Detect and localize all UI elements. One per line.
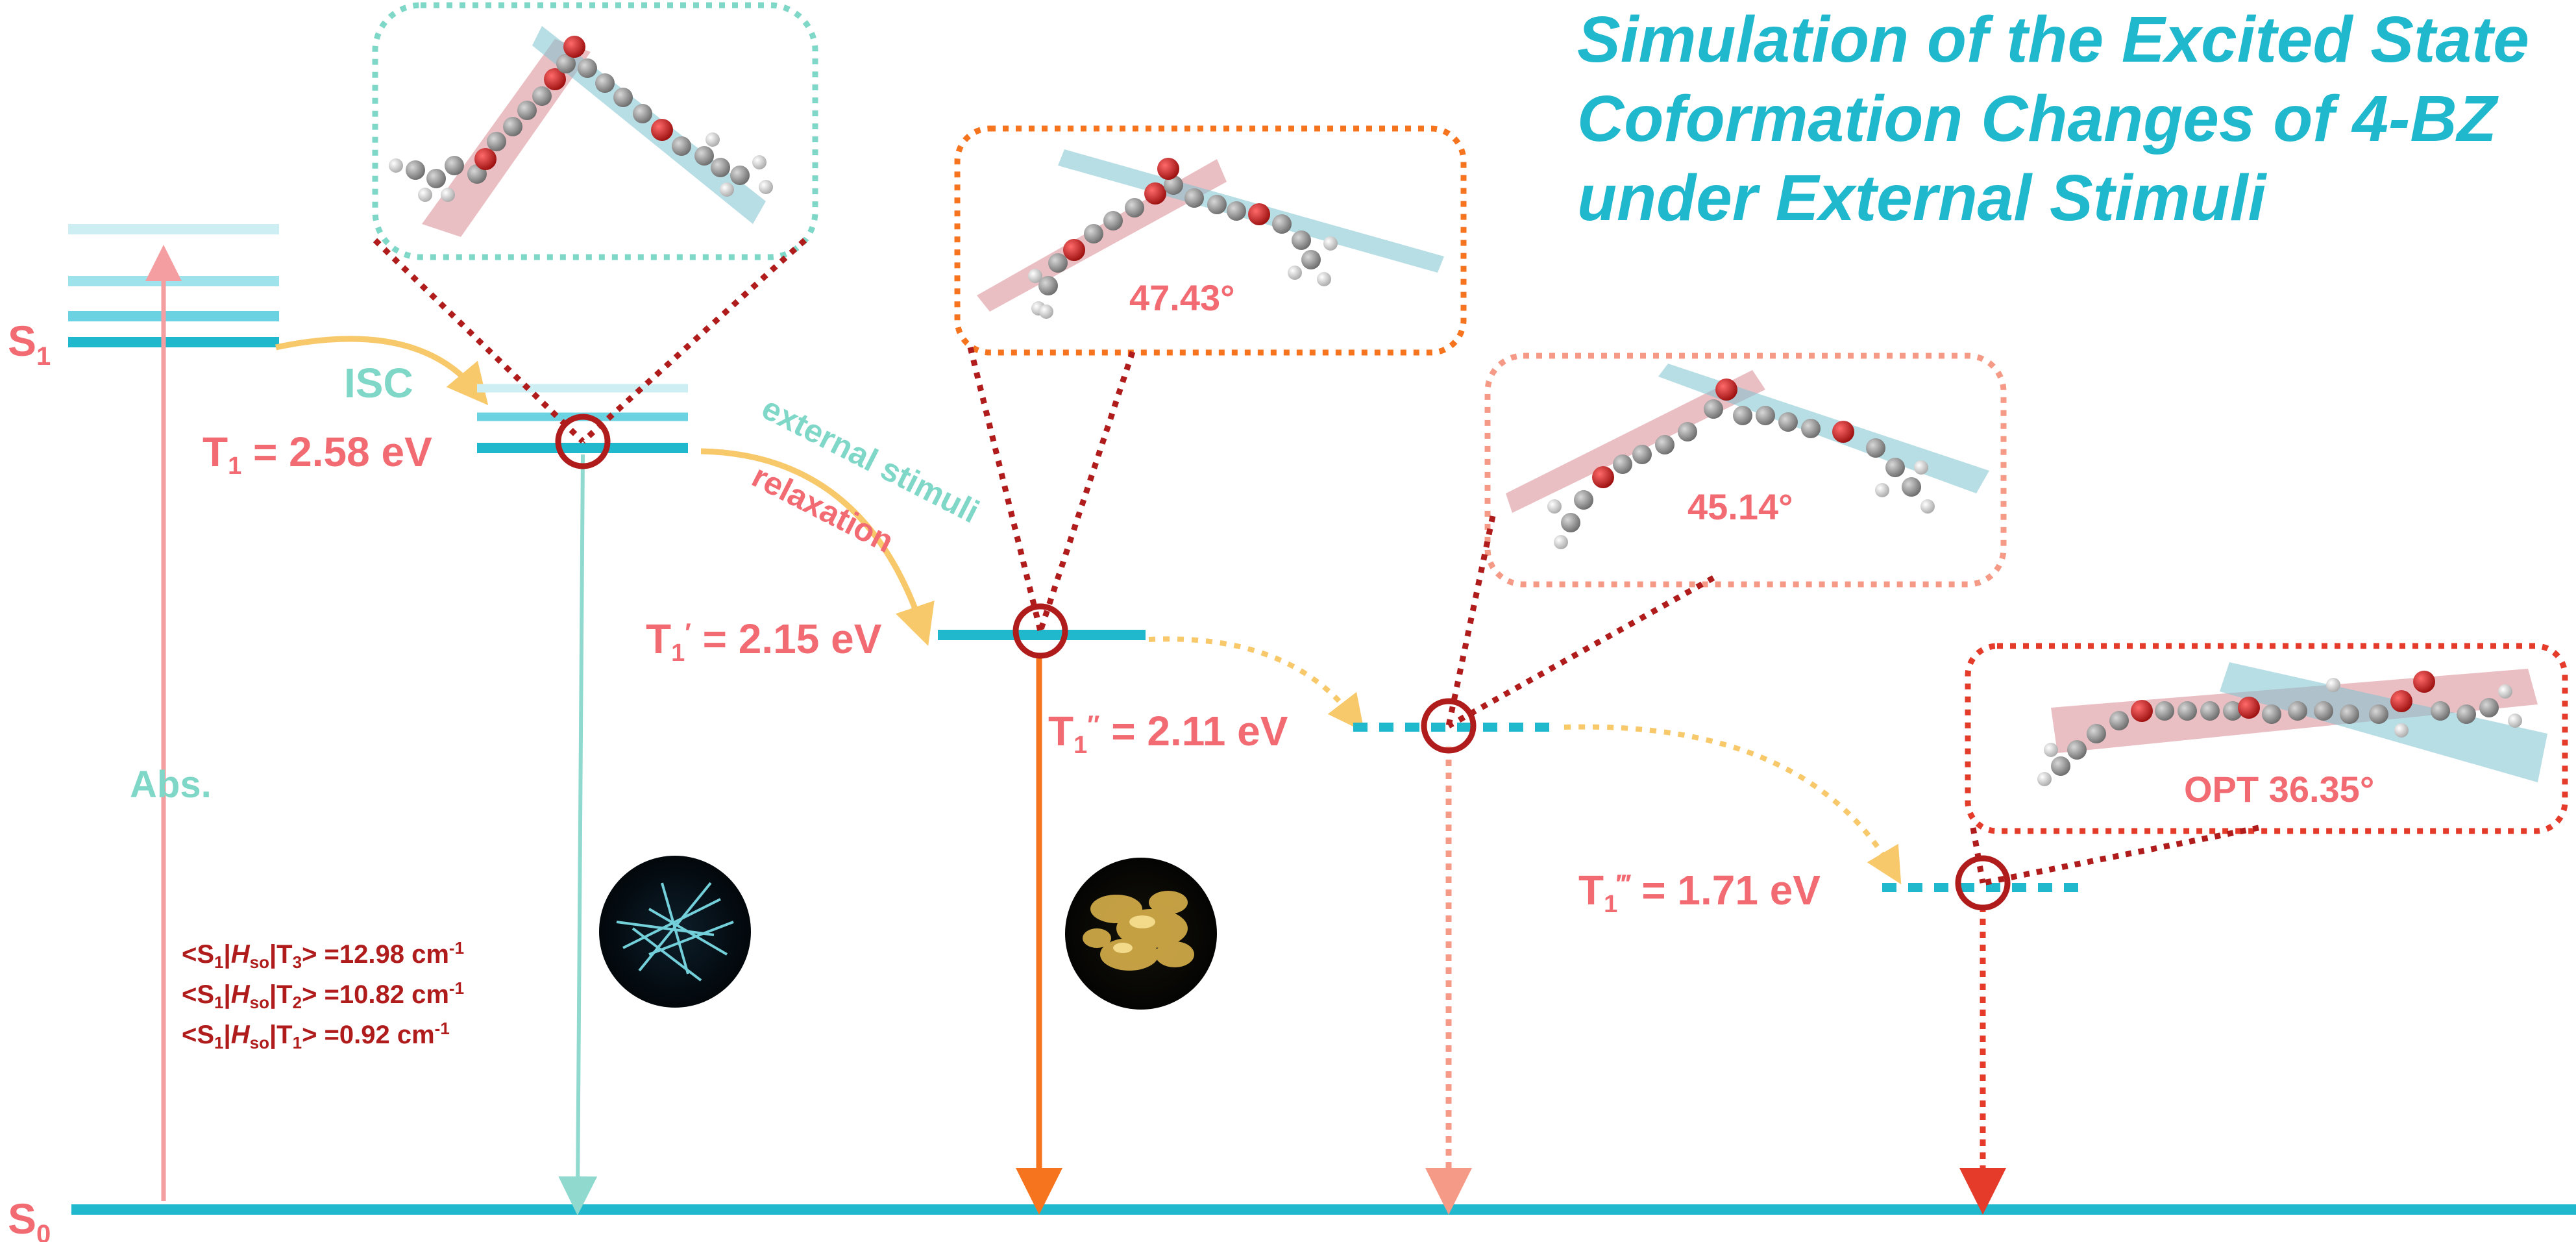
t1-prime-molecule bbox=[1028, 158, 1338, 319]
t1-prime-label: T1′ = 2.15 eV bbox=[646, 615, 882, 667]
angle-3-label: OPT 36.35° bbox=[2184, 769, 2374, 810]
t1-double-prime-molecule bbox=[1547, 379, 1935, 549]
title-line-1: Simulation of the Excited State bbox=[1577, 3, 2529, 76]
title-line-2: Coformation Changes of 4-BZ bbox=[1577, 82, 2497, 155]
t1-triple-prime-label: T1‴ = 1.71 eV bbox=[1578, 867, 1821, 918]
s1-label: S1 bbox=[8, 317, 51, 371]
angle-1-label: 47.43° bbox=[1129, 277, 1235, 318]
t1-double-prime-label: T1″ = 2.11 eV bbox=[1048, 708, 1288, 759]
t1-double-prime-conformation-inset bbox=[1445, 353, 2007, 728]
isc-label: ISC bbox=[344, 360, 413, 406]
t1-double-prime-to-t1-triple-prime-arrow bbox=[1564, 724, 1902, 885]
abs-label: Abs. bbox=[130, 764, 212, 806]
isc-arrow bbox=[275, 336, 489, 406]
relaxation-arrow bbox=[700, 448, 935, 646]
t1-molecule bbox=[389, 36, 773, 202]
crystal-photo-gold bbox=[1065, 858, 1217, 1010]
t1-prime-to-t1-double-prime-arrow bbox=[1148, 636, 1365, 732]
t1-marker-circle bbox=[555, 414, 611, 469]
soc-values: <S1|Hso|T3> =12.98 cm-1 <S1|Hso|T2> =10.… bbox=[182, 938, 464, 1052]
diagram-title: Simulation of the Excited State Coformat… bbox=[1577, 0, 2570, 238]
t1-triple-prime-marker-circle bbox=[1955, 855, 2011, 911]
s0-label: S0 bbox=[8, 1195, 51, 1242]
soc-row-3: <S1|Hso|T1> =0.92 cm-1 bbox=[182, 1019, 450, 1052]
angle-2-label: 45.14° bbox=[1687, 486, 1793, 527]
s1-level-stack bbox=[68, 224, 279, 347]
title-line-3: under External Stimuli bbox=[1577, 162, 2266, 234]
t1-triple-prime-molecule bbox=[2037, 671, 2522, 786]
crystal-photo-blue bbox=[599, 856, 751, 1008]
t1-prime-marker-circle bbox=[1012, 603, 1068, 659]
t1-label: T1 = 2.58 eV bbox=[202, 428, 432, 480]
soc-row-1: <S1|Hso|T3> =12.98 cm-1 bbox=[182, 938, 464, 972]
t1-emission-arrow bbox=[558, 454, 598, 1215]
soc-row-2: <S1|Hso|T2> =10.82 cm-1 bbox=[182, 978, 464, 1012]
t1-double-prime-marker-circle bbox=[1421, 698, 1477, 754]
